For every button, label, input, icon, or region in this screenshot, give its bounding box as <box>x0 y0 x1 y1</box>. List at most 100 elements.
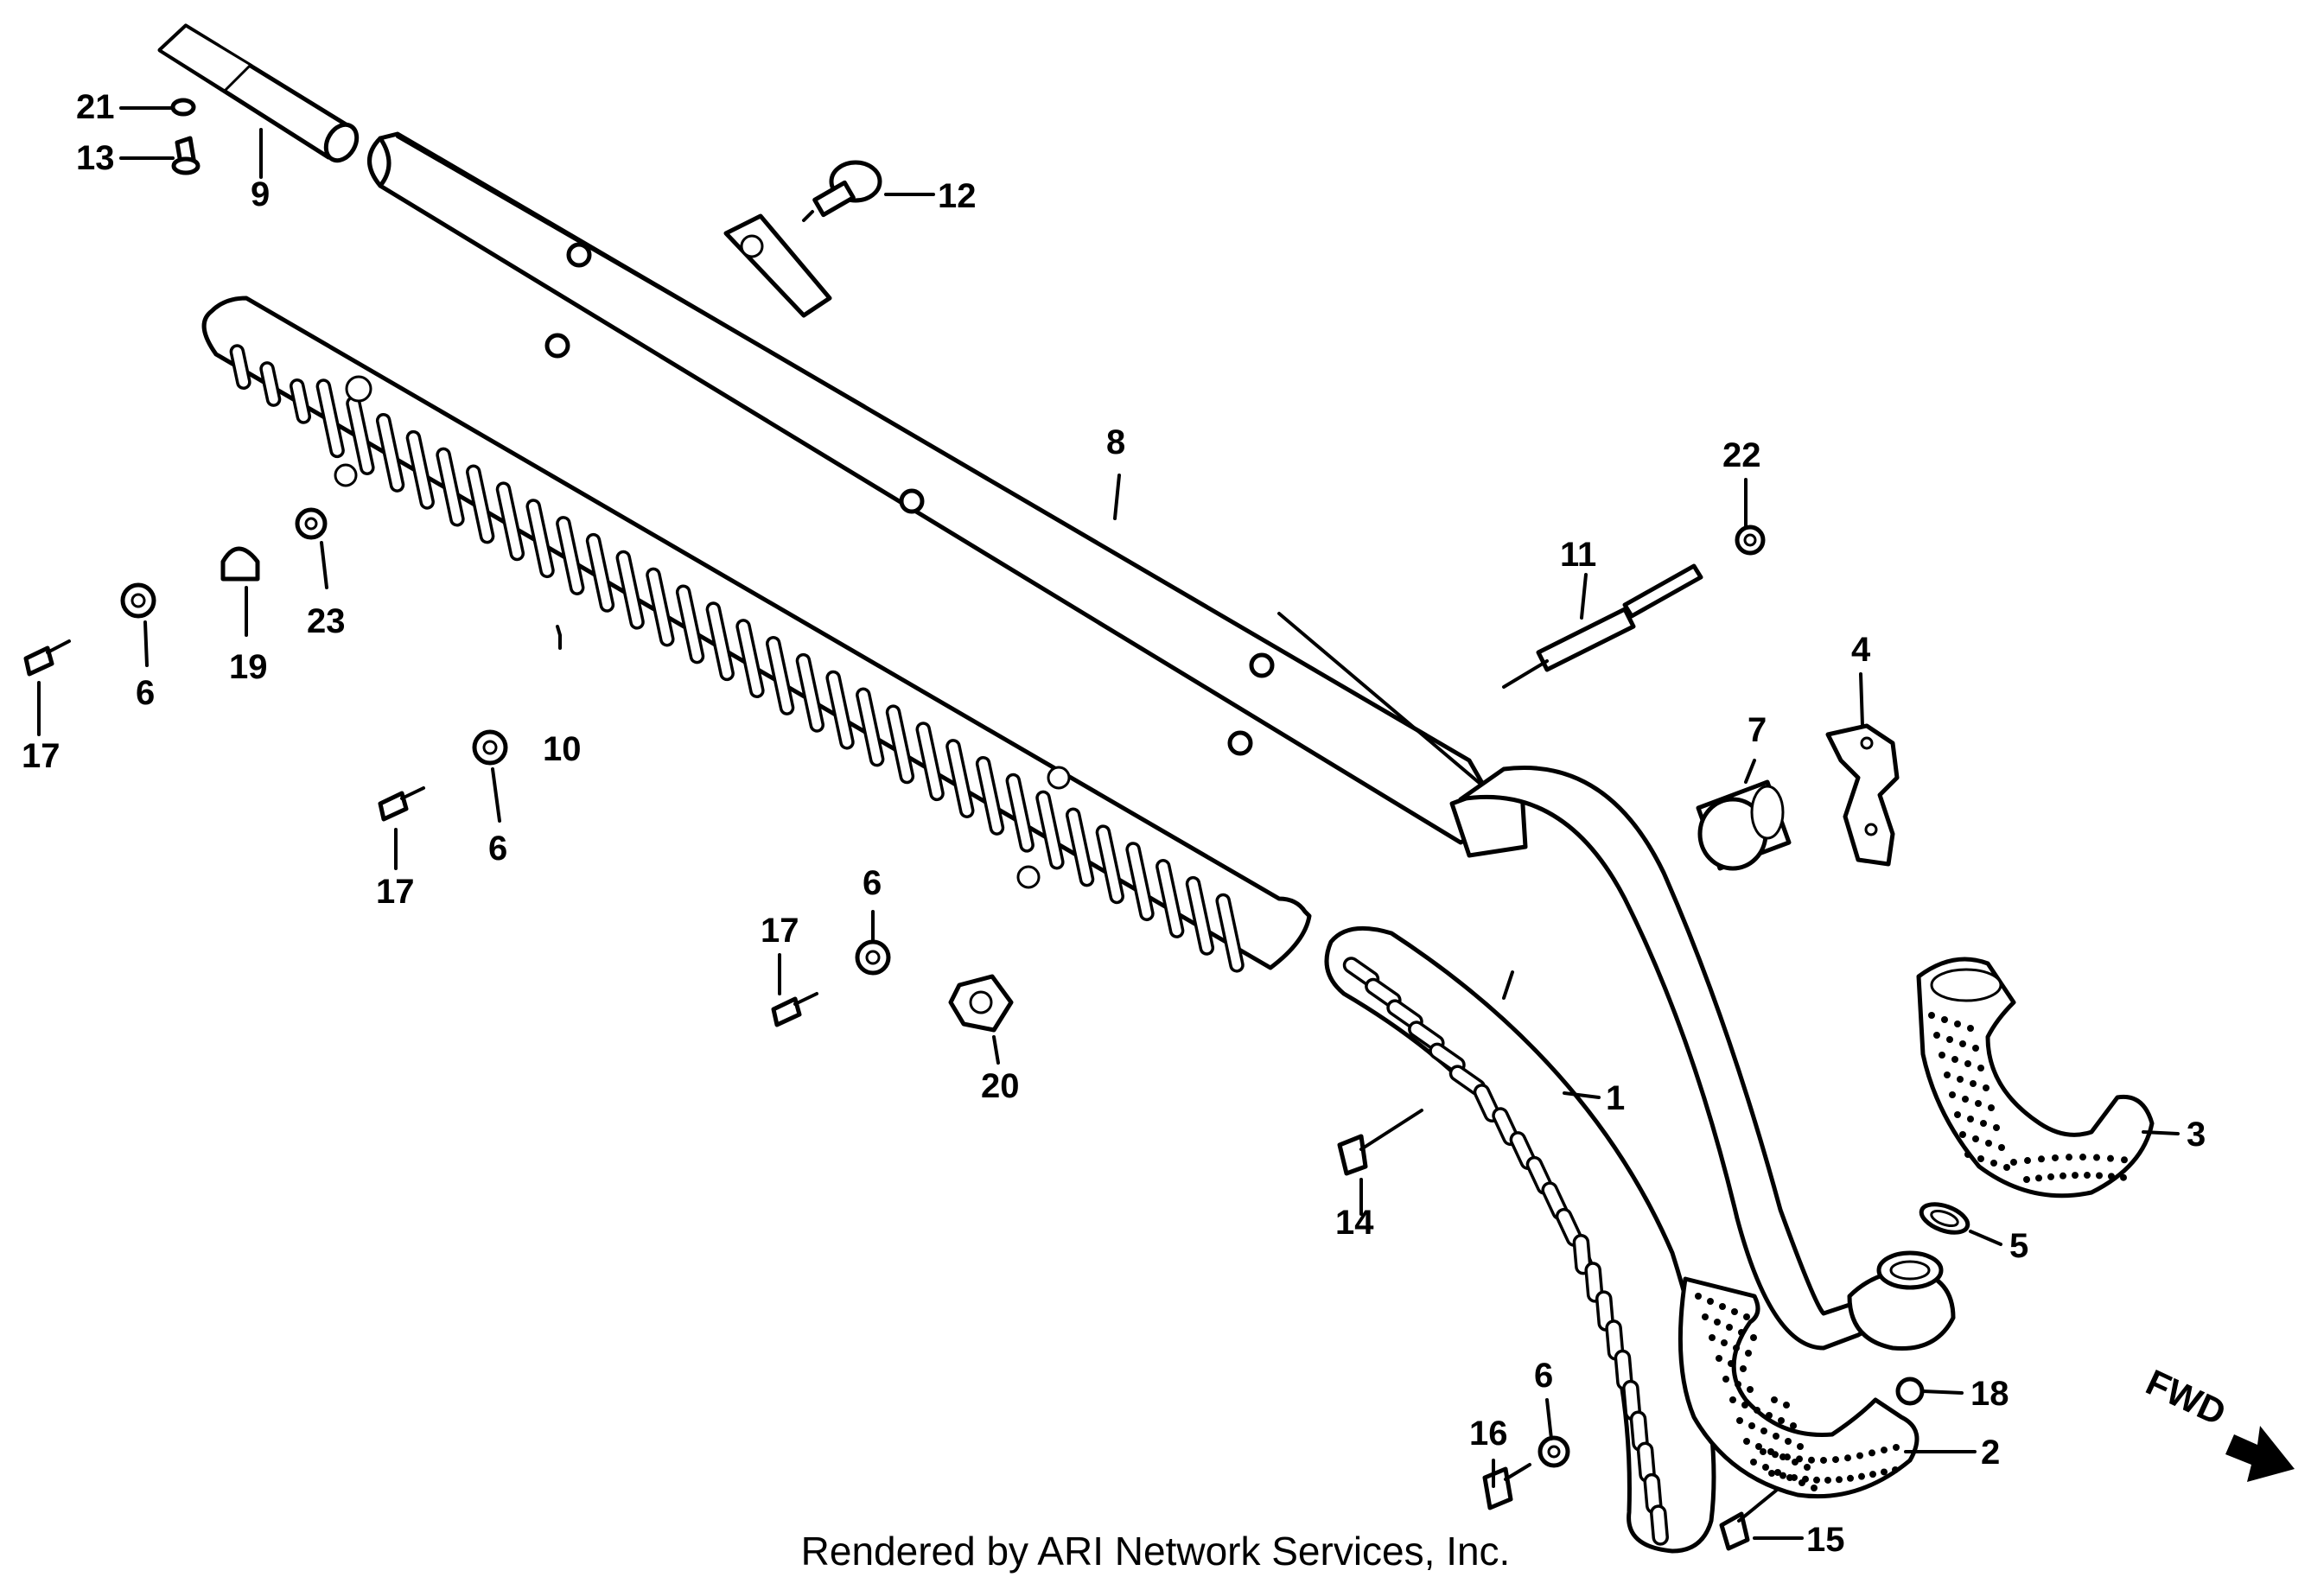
perforation-dot <box>1783 1402 1790 1408</box>
perforation-dot <box>1695 1293 1702 1300</box>
perforation-dot <box>2096 1172 2103 1180</box>
callout-13: 13 <box>76 139 115 177</box>
perforation-dot <box>1784 1453 1791 1461</box>
vent-slot <box>466 464 495 544</box>
perforation-dot <box>2108 1173 2115 1180</box>
muffler-heat-shield-part <box>201 296 1312 973</box>
vent-slot <box>436 447 465 527</box>
callout-1: 1 <box>1606 1079 1625 1117</box>
perforation-dot <box>1928 1012 1935 1019</box>
callout-6-mid: 6 <box>488 830 507 868</box>
vent-slot <box>1650 1504 1669 1546</box>
callout-19: 19 <box>229 648 268 686</box>
vent-slot <box>615 550 645 630</box>
perforation-dot <box>1743 1313 1750 1320</box>
callout-4: 4 <box>1851 631 1871 669</box>
perforation-dot <box>1796 1455 1803 1463</box>
perforation-dot <box>1729 1396 1736 1403</box>
perforation-dot <box>1773 1433 1779 1440</box>
perforation-dot <box>1790 1422 1797 1429</box>
perforation-dot <box>2120 1173 2127 1181</box>
perforation-dot <box>1738 1329 1745 1336</box>
vent-slot <box>1125 842 1155 922</box>
callout-2: 2 <box>1981 1434 2000 1472</box>
callout-9: 9 <box>251 175 270 213</box>
perforation-dot <box>1998 1144 2005 1151</box>
callout-20: 20 <box>981 1067 1020 1105</box>
perforation-dot <box>1980 1120 1987 1127</box>
callout-11: 11 <box>1560 536 1596 574</box>
vent-slot <box>405 429 435 510</box>
perforation-dot <box>1824 1476 1831 1484</box>
rendered-by-credit: Rendered by ARI Network Services, Inc. <box>800 1529 1511 1574</box>
callout-3: 3 <box>2187 1116 2206 1154</box>
exhaust-bracket-part <box>1825 723 1900 867</box>
vent-slot <box>1156 859 1185 938</box>
perforation-dot <box>2093 1154 2100 1161</box>
perforation-dot <box>2072 1172 2079 1180</box>
vent-slot <box>495 481 525 562</box>
perforation-dot <box>1972 1045 1979 1052</box>
perforation-dot <box>1959 1131 1966 1138</box>
vent-slot <box>375 412 405 493</box>
callout-6-right: 6 <box>1534 1357 1553 1395</box>
callout-14: 14 <box>1335 1204 1374 1242</box>
perforation-dot <box>1778 1417 1785 1424</box>
vent-slot <box>885 704 915 785</box>
perforation-dot <box>1847 1474 1854 1482</box>
perforation-dot <box>1977 1155 1984 1162</box>
perforation-dot <box>1740 1365 1747 1372</box>
perforation-dot <box>1760 1427 1767 1434</box>
vent-slot <box>735 619 765 699</box>
perforation-dot <box>1964 1060 1971 1067</box>
perforation-dot <box>1844 1454 1851 1462</box>
perforation-dot <box>1755 1443 1762 1450</box>
vent-slot <box>705 601 735 682</box>
vent-slot <box>945 739 975 818</box>
perforation-dot <box>1962 1096 1969 1103</box>
perforation-dot <box>1716 1355 1722 1362</box>
perforation-dot <box>1892 1466 1899 1473</box>
perforation-dot <box>1893 1443 1900 1451</box>
perforation-dot <box>1721 1339 1728 1346</box>
vent-slot <box>975 755 1005 836</box>
perforation-dot <box>1736 1417 1743 1424</box>
perforation-dot <box>1808 1456 1815 1464</box>
perforation-dot <box>1779 1472 1786 1479</box>
callout-23: 23 <box>307 602 346 640</box>
perforation-dot <box>1832 1456 1839 1464</box>
callout-21: 21 <box>76 88 115 126</box>
perforation-dot <box>1774 1469 1781 1476</box>
perforation-dot <box>1933 1032 1940 1039</box>
perforation-dot <box>2107 1154 2114 1162</box>
perforation-dot <box>1707 1298 1714 1305</box>
perforation-dot <box>1811 1485 1818 1491</box>
vent-slot <box>290 378 312 424</box>
perforation-dot <box>2024 1157 2031 1165</box>
perforation-dot <box>2035 1174 2042 1182</box>
perforation-dot <box>1944 1071 1951 1078</box>
perforation-dot <box>1993 1124 2000 1131</box>
perforation-dot <box>1748 1422 1755 1429</box>
perforation-dot <box>1772 1451 1779 1459</box>
perforation-dot <box>1820 1456 1827 1464</box>
perforation-dot <box>1750 1459 1757 1466</box>
perforation-dot <box>1869 1471 1876 1478</box>
perforation-dot <box>2052 1154 2059 1161</box>
perforation-dot <box>1985 1140 1992 1147</box>
vent-slot <box>1572 1234 1592 1275</box>
perforation-dot <box>1959 1040 1966 1047</box>
perforation-dot <box>1858 1472 1865 1480</box>
perforation-dot <box>1797 1443 1804 1450</box>
perforation-dot <box>1747 1386 1754 1393</box>
perforation-dot <box>1970 1080 1977 1087</box>
perforation-dot <box>1941 1016 1948 1023</box>
callout-6-center: 6 <box>863 864 882 902</box>
perforation-dot <box>2060 1172 2066 1180</box>
perforation-dot <box>1951 1056 1958 1063</box>
vent-slot <box>675 584 705 664</box>
perforation-dot <box>1957 1076 1964 1083</box>
perforation-dot <box>1804 1464 1811 1471</box>
perforation-dot <box>1836 1476 1843 1484</box>
hardware-parts <box>23 98 1925 1551</box>
